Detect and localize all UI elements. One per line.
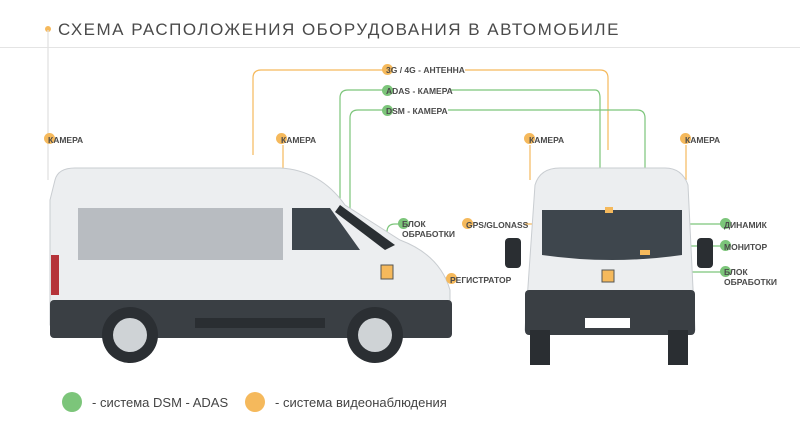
camera-label: КАМЕРА — [48, 135, 84, 145]
registrator-label: РЕГИСТРАТОР — [450, 275, 512, 285]
block-line-1: БЛОК — [724, 267, 748, 277]
camera-marker — [680, 133, 691, 144]
van-side-view — [49, 167, 452, 363]
dsm-marker — [382, 105, 393, 116]
page-title: СХЕМА РАСПОЛОЖЕНИЯ ОБОРУДОВАНИЯ В АВТОМО… — [58, 20, 620, 39]
block-line-2: ОБРАБОТКИ — [724, 277, 777, 287]
monitor-label: МОНИТОР — [724, 242, 768, 252]
legend-item-video: - система видеонаблюдения — [245, 392, 447, 412]
dsm-camera-label: DSM - КАМЕРА — [386, 106, 448, 116]
camera-label: КАМЕРА — [281, 135, 317, 145]
block-marker — [720, 266, 731, 277]
camera-label: КАМЕРА — [529, 135, 565, 145]
title-bullet — [45, 26, 51, 32]
antenna-label: 3G / 4G - АНТЕННА — [386, 65, 465, 75]
camera-marker — [276, 133, 287, 144]
adas-camera-label: ADAS - КАМЕРА — [386, 86, 453, 96]
legend-label: - система видеонаблюдения — [275, 394, 447, 410]
antenna-marker — [382, 64, 393, 75]
block-line-1: БЛОК — [402, 219, 426, 229]
legend-swatch-orange — [245, 392, 265, 412]
gps-label: GPS/GLONASS — [466, 220, 529, 230]
legend-label: - система DSM - ADAS — [92, 394, 229, 410]
block-marker — [398, 218, 409, 229]
legend-item-dsm-adas: - система DSM - ADAS — [62, 392, 228, 412]
camera-label: КАМЕРА — [685, 135, 721, 145]
camera-marker — [524, 133, 535, 144]
legend-swatch-green — [62, 392, 82, 412]
gps-marker — [462, 218, 473, 229]
registrator-marker — [446, 273, 457, 284]
block-line-2: ОБРАБОТКИ — [402, 229, 455, 239]
speaker-label: ДИНАМИК — [724, 220, 767, 230]
monitor-marker — [720, 240, 731, 251]
van-front-view — [505, 167, 713, 365]
speaker-marker — [720, 218, 731, 229]
divider — [0, 47, 800, 48]
adas-marker — [382, 85, 393, 96]
camera-marker — [44, 133, 55, 144]
